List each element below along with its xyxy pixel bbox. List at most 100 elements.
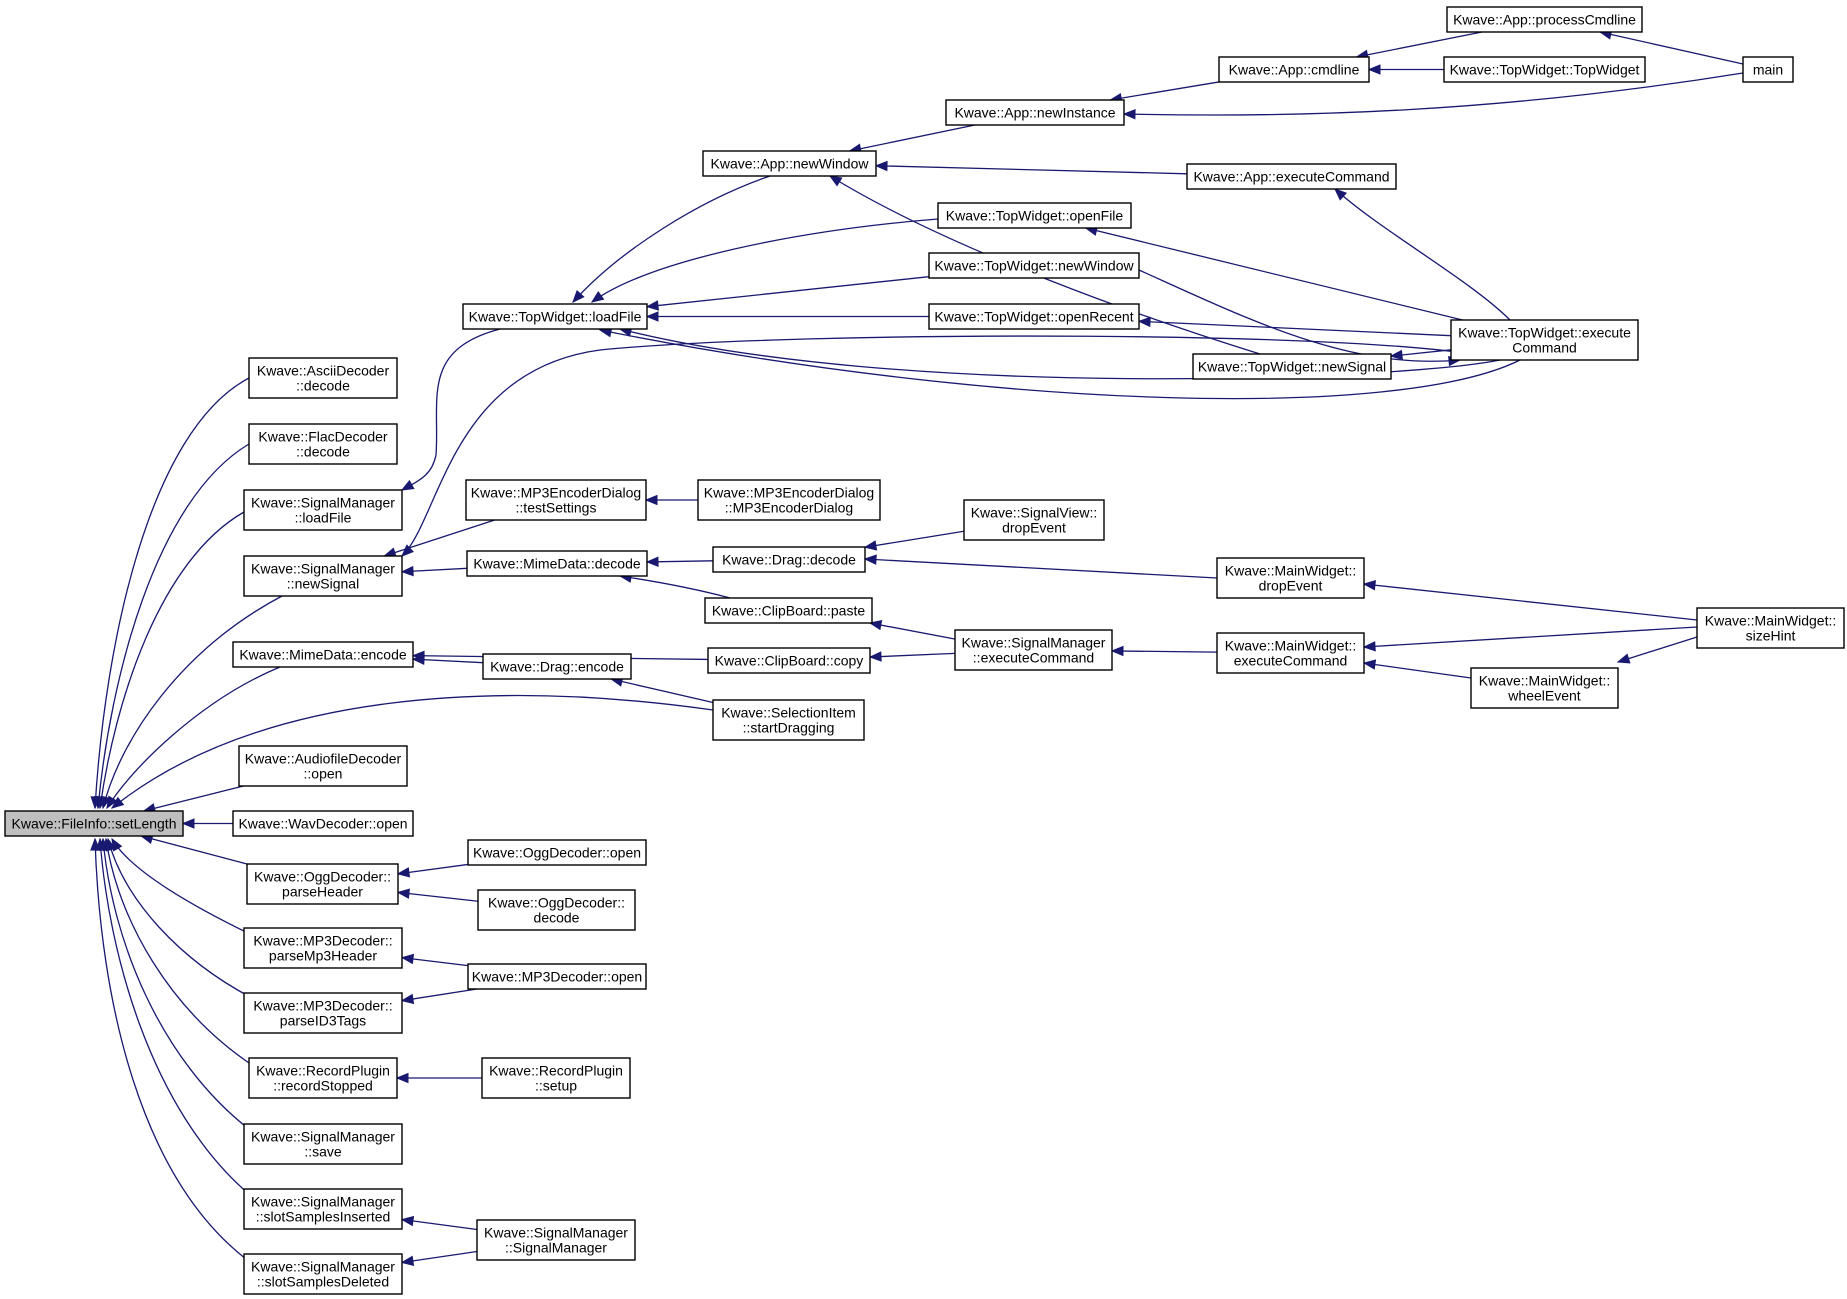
node-label: Kwave::WavDecoder::open	[238, 816, 407, 832]
node-label: main	[1753, 62, 1783, 78]
node-box	[248, 357, 398, 399]
node-topwidget-open-recent[interactable]: Kwave::TopWidget::openRecent	[928, 303, 1140, 330]
node-label: Kwave::App::newWindow	[711, 156, 870, 172]
edge-twExec-to-twOpenRecent	[1138, 320, 1452, 337]
arrowhead	[400, 565, 414, 577]
node-topwidget-open-file[interactable]: Kwave::TopWidget::openFile	[937, 202, 1132, 229]
node-signal-manager-save[interactable]: Kwave::SignalManager::save	[243, 1123, 403, 1165]
node-main-widget-drop-event[interactable]: Kwave::MainWidget::dropEvent	[1216, 557, 1365, 599]
edge-smInserted-to-setLength	[99, 838, 251, 1196]
node-topwidget-new-signal[interactable]: Kwave::TopWidget::newSignal	[1192, 353, 1392, 380]
edge-mimeEncode-to-setLength	[106, 666, 281, 809]
node-main-widget-execute-command[interactable]: Kwave::MainWidget::executeCommand	[1216, 632, 1365, 674]
node-signal-manager-slot-samples-deleted[interactable]: Kwave::SignalManager::slotSamplesDeleted	[243, 1253, 403, 1295]
node-clipboard-copy[interactable]: Kwave::ClipBoard::copy	[707, 647, 871, 674]
node-label: ::MP3EncoderDialog	[725, 500, 853, 516]
node-ogg-decoder-open[interactable]: Kwave::OggDecoder::open	[467, 839, 647, 866]
edge-cbPaste-to-mimeDecode	[619, 575, 731, 599]
node-mp3-encoder-dialog-test-settings[interactable]: Kwave::MP3EncoderDialog::testSettings	[465, 479, 647, 521]
node-drag-encode[interactable]: Kwave::Drag::encode	[482, 653, 632, 680]
node-signal-manager-load-file[interactable]: Kwave::SignalManager::loadFile	[243, 489, 403, 531]
node-ogg-decoder-decode[interactable]: Kwave::OggDecoder::decode	[477, 889, 636, 931]
node-record-plugin-setup[interactable]: Kwave::RecordPlugin::setup	[481, 1057, 631, 1099]
node-label: Kwave::AudiofileDecoder	[245, 751, 402, 767]
node-label: Kwave::SignalManager	[962, 635, 1106, 651]
node-label: Kwave::SignalManager	[484, 1225, 628, 1241]
node-box	[928, 252, 1140, 279]
node-ogg-decoder-parse-header[interactable]: Kwave::OggDecoder::parseHeader	[246, 863, 399, 905]
node-main[interactable]: main	[1742, 56, 1794, 83]
node-label: Kwave::MimeData::encode	[239, 647, 407, 663]
arrowhead	[400, 953, 415, 965]
node-flac-decoder-decode[interactable]: Kwave::FlacDecoder::decode	[248, 423, 398, 465]
node-box	[243, 555, 403, 597]
node-drag-decode[interactable]: Kwave::Drag::decode	[712, 546, 866, 573]
edge-mwWheel-to-mwExec	[1363, 662, 1472, 679]
node-app-cmdline[interactable]: Kwave::App::cmdline	[1218, 56, 1370, 83]
edge-mwExec-to-smExec	[1111, 650, 1218, 653]
arrowhead	[1389, 349, 1403, 361]
node-label: Kwave::OggDecoder::	[488, 895, 625, 911]
edge-smExec-to-cbPaste	[869, 622, 961, 641]
node-signal-manager-execute-command[interactable]: Kwave::SignalManager::executeCommand	[954, 629, 1113, 671]
node-mp3-decoder-open[interactable]: Kwave::MP3Decoder::open	[467, 963, 647, 990]
node-record-plugin-record-stopped[interactable]: Kwave::RecordPlugin::recordStopped	[248, 1057, 398, 1099]
node-topwidget-load-file[interactable]: Kwave::TopWidget::loadFile	[462, 303, 648, 330]
node-topwidget-execute-command[interactable]: Kwave::TopWidget::executeCommand	[1450, 319, 1639, 361]
edge-smCtor-to-smInserted	[401, 1218, 478, 1231]
node-box	[481, 1057, 631, 1099]
edge-mwDrop-to-dragDecode	[864, 558, 1218, 579]
node-box	[704, 597, 873, 624]
node-audiofile-decoder-open[interactable]: Kwave::AudiofileDecoder::open	[238, 745, 408, 787]
node-selection-item-start-dragging[interactable]: Kwave::SelectionItem::startDragging	[712, 699, 865, 741]
edge-mp3Open-to-mp3ID3	[401, 988, 477, 1002]
arrowhead	[1362, 580, 1376, 591]
node-mimedata-decode[interactable]: Kwave::MimeData::decode	[466, 550, 648, 577]
node-main-widget-size-hint[interactable]: Kwave::MainWidget::sizeHint	[1696, 607, 1845, 649]
arrowhead	[400, 1215, 415, 1227]
node-label: Kwave::MP3Decoder::open	[472, 969, 642, 985]
node-signal-manager-new-signal[interactable]: Kwave::SignalManager::newSignal	[243, 555, 403, 597]
arrowhead	[645, 311, 659, 322]
node-ascii-decoder-decode[interactable]: Kwave::AsciiDecoder::decode	[248, 357, 398, 399]
node-box	[243, 1123, 403, 1165]
node-signal-manager-constructor[interactable]: Kwave::SignalManager::SignalManager	[476, 1219, 636, 1261]
arrowhead	[106, 795, 118, 810]
arrowhead	[645, 556, 659, 567]
node-label: Kwave::SignalManager	[251, 1194, 395, 1210]
edge-smExec-to-cbCopy	[869, 652, 956, 658]
node-box	[928, 303, 1140, 330]
node-app-process-cmdline[interactable]: Kwave::App::processCmdline	[1446, 6, 1643, 33]
node-label: Kwave::RecordPlugin	[489, 1063, 623, 1079]
node-setlength[interactable]: Kwave::FileInfo::setLength	[4, 810, 184, 837]
node-clipboard-paste[interactable]: Kwave::ClipBoard::paste	[704, 597, 873, 624]
node-box	[248, 423, 398, 465]
node-signal-view-drop-event[interactable]: Kwave::SignalView::dropEvent	[963, 499, 1105, 541]
node-main-widget-wheel-event[interactable]: Kwave::MainWidget::wheelEvent	[1470, 667, 1619, 709]
edge-twNewSignal-to-appNewWindow	[829, 175, 1261, 355]
node-app-execute-command[interactable]: Kwave::App::executeCommand	[1186, 163, 1397, 190]
node-wav-decoder-open[interactable]: Kwave::WavDecoder::open	[232, 810, 414, 837]
node-mimedata-encode[interactable]: Kwave::MimeData::encode	[232, 641, 414, 668]
node-app-new-instance[interactable]: Kwave::App::newInstance	[945, 99, 1125, 126]
node-topwidget-constructor[interactable]: Kwave::TopWidget::TopWidget	[1443, 56, 1646, 83]
node-box	[482, 653, 632, 680]
node-mp3-decoder-parse-mp3-header[interactable]: Kwave::MP3Decoder::parseMp3Header	[243, 927, 403, 969]
node-mp3-encoder-dialog-constructor[interactable]: Kwave::MP3EncoderDialog::MP3EncoderDialo…	[697, 479, 881, 521]
arrowhead	[395, 1072, 409, 1084]
node-label: Kwave::MP3EncoderDialog	[704, 485, 874, 501]
edge-mp3ID3-to-setLength	[107, 838, 253, 999]
node-box	[1696, 607, 1845, 649]
node-label: executeCommand	[1234, 653, 1348, 669]
node-label: Kwave::MP3Decoder::	[253, 933, 392, 949]
node-box	[1470, 667, 1619, 709]
arrowhead	[411, 650, 425, 662]
node-label: Kwave::TopWidget::openFile	[946, 208, 1124, 224]
arrowhead	[400, 479, 415, 491]
node-app-new-window[interactable]: Kwave::App::newWindow	[702, 150, 877, 177]
node-label: Kwave::TopWidget::openRecent	[934, 309, 1133, 325]
node-topwidget-new-window[interactable]: Kwave::TopWidget::newWindow	[928, 252, 1140, 279]
node-mp3-decoder-parse-id3-tags[interactable]: Kwave::MP3Decoder::parseID3Tags	[243, 992, 403, 1034]
node-signal-manager-slot-samples-inserted[interactable]: Kwave::SignalManager::slotSamplesInserte…	[243, 1188, 403, 1230]
